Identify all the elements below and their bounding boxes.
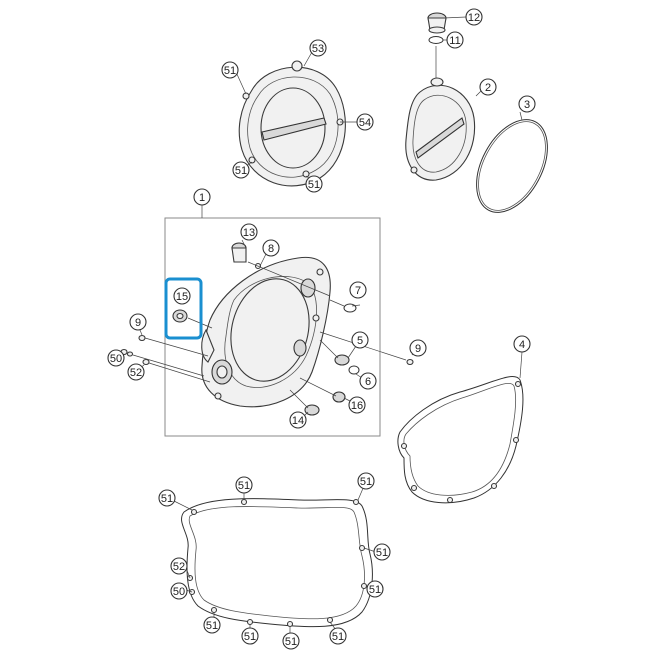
callout-13: 13 [240,223,258,241]
callout-label: 13 [243,227,255,239]
callout-label: 51 [224,65,236,77]
callout-label: 52 [130,367,142,379]
callout-label: 16 [351,400,363,412]
callout-4: 4 [513,335,531,353]
callout-50: 50 [107,349,125,367]
callout-label: 4 [519,339,525,351]
callout-label: 50 [173,586,185,598]
callout-52: 52 [127,363,145,381]
seal-16 [332,391,346,403]
callout-51: 51 [158,489,176,507]
callout-9: 9 [409,339,427,357]
callout-label: 51 [360,476,372,488]
seal-15 [172,309,188,323]
callout-label: 12 [468,12,480,24]
inner-clutch-cover [201,256,331,408]
callout-7: 7 [349,281,367,299]
callout-label: 7 [355,285,361,297]
callout-2: 2 [479,78,497,96]
callout-label: 51 [206,620,218,632]
callout-label: 8 [268,243,274,255]
callout-9: 9 [129,313,147,331]
callout-label: 54 [359,117,371,129]
callout-label: 14 [292,415,304,427]
callout-3: 3 [518,95,536,113]
callout-label: 9 [415,343,421,355]
callout-16: 16 [348,396,366,414]
callout-label: 9 [135,317,141,329]
callout-label: 53 [312,43,324,55]
seal-13 [231,242,247,263]
callout-label: 51 [332,631,344,643]
gasket-bottom [181,498,373,628]
callout-51: 51 [373,543,391,561]
callout-52: 52 [170,557,188,575]
callout-11: 11 [446,31,464,49]
callout-label: 51 [369,584,381,596]
callout-6: 6 [359,372,377,390]
callout-label: 51 [161,493,173,505]
callout-50: 50 [170,582,188,600]
callout-12: 12 [465,8,483,26]
callout-14: 14 [289,411,307,429]
callout-8: 8 [262,239,280,257]
callout-51: 51 [203,616,221,634]
callout-51: 51 [235,476,253,494]
o-ring-7 [343,303,357,313]
callout-label: 51 [308,179,320,191]
seal-5 [334,354,350,366]
o-ring-3 [476,119,548,213]
callout-label: 51 [235,165,247,177]
callout-label: 6 [365,376,371,388]
callout-label: 2 [485,82,491,94]
clutch-cover [405,77,476,181]
callout-label: 52 [173,561,185,573]
callout-label: 3 [524,99,530,111]
bolt-50 [120,348,205,377]
callouts: 12 11 53 51 2 3 54 51 51 1 13 8 15 7 9 4… [107,8,536,650]
oil-filler-plug [427,12,447,34]
callout-label: 15 [176,291,188,303]
callout-label: 1 [199,192,205,204]
callout-51: 51 [305,175,323,193]
callout-51: 51 [366,580,384,598]
callout-51: 51 [221,61,239,79]
callout-53: 53 [309,39,327,57]
callout-51: 51 [241,627,259,645]
outer-clutch-cover [238,60,346,187]
bolt-9-left [138,334,209,357]
callout-label: 51 [244,631,256,643]
callout-5: 5 [351,331,369,349]
callout-51: 51 [282,632,300,650]
o-ring-11 [428,36,444,44]
seal-14 [304,404,320,416]
callout-1: 1 [193,188,211,206]
callout-label: 11 [449,35,460,47]
callout-51: 51 [329,627,347,645]
callout-label: 50 [110,353,122,365]
bolt-52 [142,358,211,383]
highlight-box [164,277,203,340]
callout-label: 51 [376,547,388,559]
callout-label: 5 [357,335,363,347]
o-ring-6 [348,365,360,375]
callout-54: 54 [356,113,374,131]
callout-label: 51 [238,480,250,492]
callout-label: 51 [285,636,297,648]
callout-15: 15 [173,287,191,305]
callout-51: 51 [232,161,250,179]
gasket-4 [397,376,524,504]
callout-51: 51 [357,472,375,490]
